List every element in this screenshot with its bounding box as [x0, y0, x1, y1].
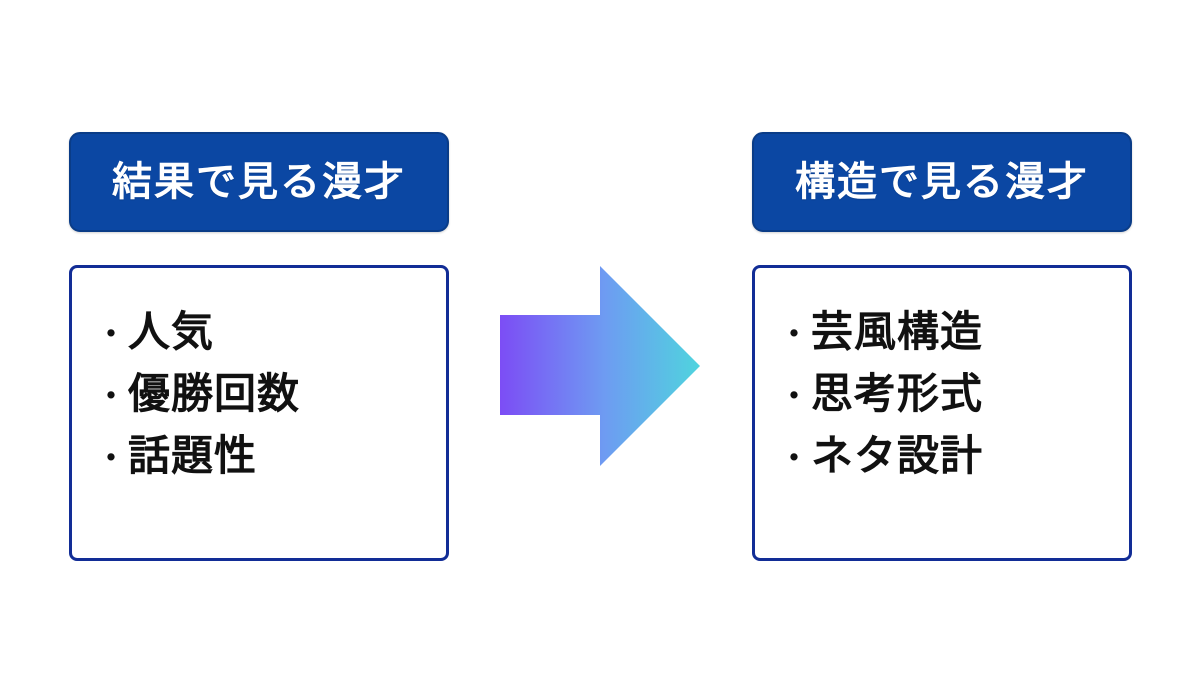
right-panel-header-title: 構造で見る漫才	[795, 159, 1089, 204]
list-item-label: 人気	[128, 310, 215, 356]
left-panel-item-list: ・ 人気 ・ 優勝回数 ・ 話題性	[94, 312, 446, 498]
list-item-label: 優勝回数	[128, 372, 301, 418]
right-panel-body: ・ 芸風構造 ・ 思考形式 ・ ネタ設計	[752, 265, 1132, 561]
right-arrow-icon	[500, 266, 700, 466]
left-panel-header: 結果で見る漫才	[69, 132, 449, 232]
bullet-icon: ・	[94, 441, 128, 478]
list-item: ・ 思考形式	[777, 374, 1129, 436]
list-item: ・ 芸風構造	[777, 312, 1129, 374]
left-panel: 結果で見る漫才 ・ 人気 ・ 優勝回数 ・ 話題性	[69, 132, 449, 561]
left-panel-body: ・ 人気 ・ 優勝回数 ・ 話題性	[69, 265, 449, 561]
list-item-label: 芸風構造	[811, 310, 984, 356]
list-item: ・ 優勝回数	[94, 374, 446, 436]
left-panel-header-title: 結果で見る漫才	[112, 159, 406, 204]
list-item-label: 話題性	[128, 434, 258, 480]
list-item-label: 思考形式	[811, 372, 984, 418]
right-panel: 構造で見る漫才 ・ 芸風構造 ・ 思考形式 ・ ネタ設計	[752, 132, 1132, 561]
bullet-icon: ・	[777, 441, 811, 478]
list-item: ・ 人気	[94, 312, 446, 374]
bullet-icon: ・	[777, 317, 811, 354]
list-item-label: ネタ設計	[811, 434, 984, 480]
bullet-icon: ・	[777, 379, 811, 416]
transition-arrow	[497, 263, 703, 469]
list-item: ・ 話題性	[94, 436, 446, 498]
bullet-icon: ・	[94, 379, 128, 416]
right-panel-item-list: ・ 芸風構造 ・ 思考形式 ・ ネタ設計	[777, 312, 1129, 498]
list-item: ・ ネタ設計	[777, 436, 1129, 498]
bullet-icon: ・	[94, 317, 128, 354]
right-panel-header: 構造で見る漫才	[752, 132, 1132, 232]
